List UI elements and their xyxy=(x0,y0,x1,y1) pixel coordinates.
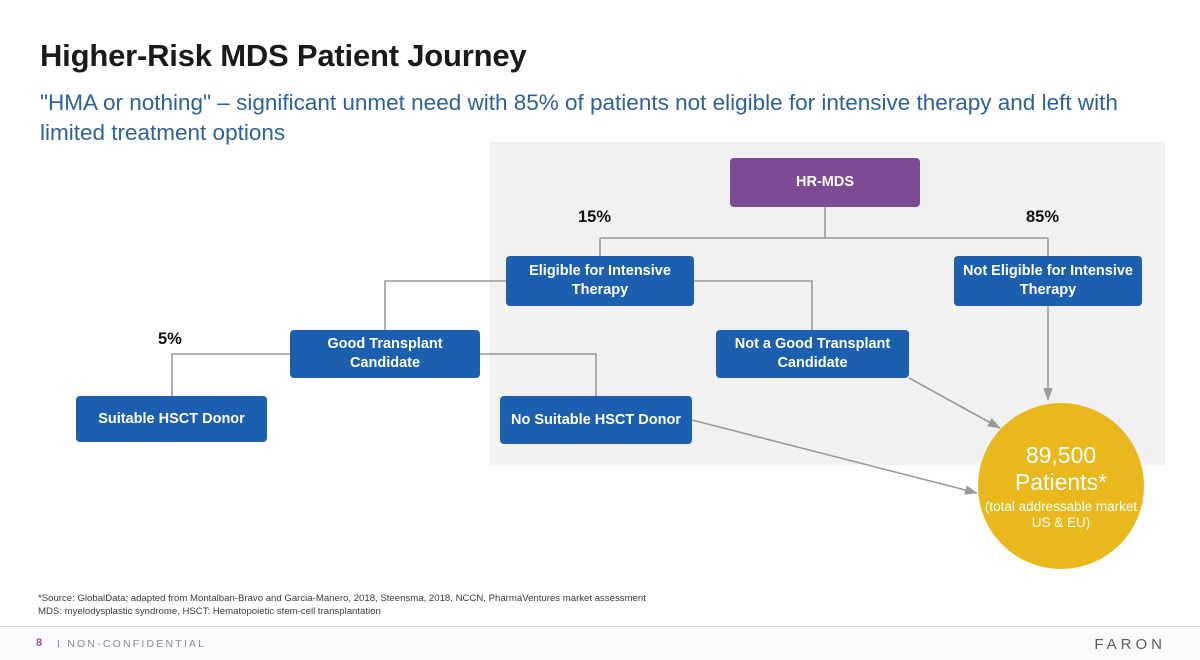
footer-confidentiality-label: I NON-CONFIDENTIAL xyxy=(57,638,207,650)
outcome-label: Patients* xyxy=(1014,468,1108,495)
footnote-source: *Source: GlobalData; adapted from Montal… xyxy=(38,593,646,604)
node-good-transplant-candidate[interactable]: Good Transplant Candidate xyxy=(290,330,480,378)
percent-label-not-eligible: 85% xyxy=(1026,208,1060,226)
footnote-abbreviations: MDS: myelodysplastic syndrome, HSCT: Hem… xyxy=(38,606,381,617)
outcome-sublabel: (total addressable market US & EU) xyxy=(984,498,1138,530)
page-subtitle: "HMA or nothing" – significant unmet nee… xyxy=(40,90,1118,145)
node-hr-mds[interactable]: HR-MDS xyxy=(730,158,920,207)
node-suitable-hsct-donor[interactable]: Suitable HSCT Donor xyxy=(76,396,267,442)
node-not-eligible-for-intensive-therapy[interactable]: Not Eligible for Intensive Therapy xyxy=(954,256,1142,306)
footer-brand-logo: FARON xyxy=(1094,636,1166,653)
footnotes: *Source: GlobalData; adapted from Montal… xyxy=(38,592,646,618)
percent-label-suitable-donor: 5% xyxy=(158,330,182,348)
footer-divider xyxy=(0,626,1200,627)
footer-page-number: 8 xyxy=(36,637,43,649)
node-eligible-for-intensive-therapy[interactable]: Eligible for Intensive Therapy xyxy=(506,256,694,306)
outcome-total-patients-circle[interactable]: 89,500 Patients* (total addressable mark… xyxy=(978,403,1144,569)
node-not-a-good-transplant-candidate[interactable]: Not a Good Transplant Candidate xyxy=(716,330,909,378)
percent-label-eligible: 15% xyxy=(578,208,612,226)
node-no-suitable-hsct-donor[interactable]: No Suitable HSCT Donor xyxy=(500,396,692,444)
connector-eligible-to-good-transplant xyxy=(384,280,506,330)
page-title: Higher-Risk MDS Patient Journey xyxy=(40,38,527,73)
outcome-count: 89,500 xyxy=(1025,441,1097,468)
connector-good-transplant-to-donor xyxy=(171,353,290,396)
footer-bar xyxy=(0,627,1200,660)
